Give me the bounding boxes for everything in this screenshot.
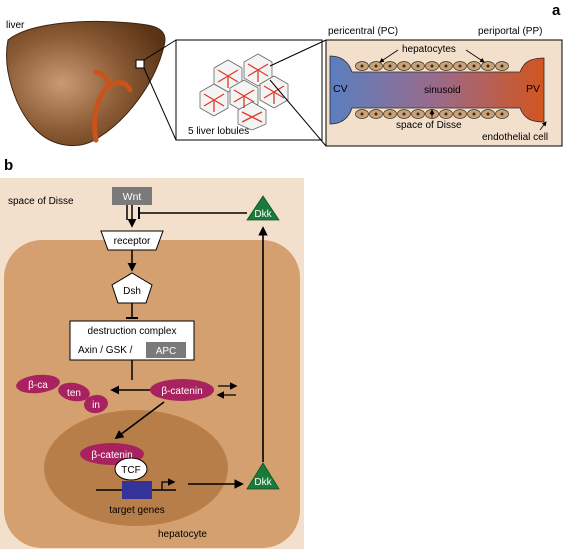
hepatocyte-nucleus-dot: [360, 64, 364, 68]
hepatocyte-nucleus-dot: [500, 64, 504, 68]
dkk-bottom-triangle: [246, 462, 280, 490]
dkk-bottom-label: Dkk: [254, 477, 272, 488]
lobule-veins: [203, 63, 285, 123]
hepatocyte-nucleus-dot: [458, 112, 462, 116]
disse-label-a: space of Disse: [396, 120, 462, 131]
hepatocyte-label: hepatocyte: [158, 529, 207, 540]
hepatocyte-row-top: [355, 61, 509, 71]
hepatocyte-nucleus-dot: [416, 64, 420, 68]
sinusoid-box: CV PV sinusoid hepatocytes space of Diss…: [325, 39, 563, 147]
dsh-label: Dsh: [123, 286, 141, 297]
hepatocyte-row-bottom: [355, 109, 509, 119]
fragment-1: β-ca: [28, 380, 48, 391]
degraded-beta-catenin: β-ca ten in: [16, 374, 108, 414]
nuclear-beta-catenin-label: β-catenin: [91, 450, 132, 461]
hepatocyte-nucleus-dot: [360, 112, 364, 116]
pv-label: PV: [526, 83, 540, 95]
hepatocyte-nucleus-dot: [416, 112, 420, 116]
transcription-start-arrow: [161, 478, 176, 490]
hepatocyte-nucleus-dot: [402, 112, 406, 116]
target-gene-box: [122, 481, 152, 499]
liver-label: liver: [6, 20, 25, 31]
hepatocyte-nucleus-dot: [444, 112, 448, 116]
hepatocyte-nucleus-dot: [472, 112, 476, 116]
disse-label-b: space of Disse: [8, 196, 74, 207]
liver-illustration: [6, 20, 166, 147]
apc-label: APC: [156, 346, 177, 357]
endothelial-label: endothelial cell: [482, 132, 548, 143]
dkk-top-label: Dkk: [254, 209, 272, 220]
lobule-box: 5 liver lobules: [175, 39, 323, 141]
beta-catenin-label: β-catenin: [161, 386, 202, 397]
beta-catenin-cytoplasm: [150, 379, 214, 401]
hepatocyte-nucleus-dot: [430, 64, 434, 68]
wnt-label: Wnt: [123, 191, 142, 203]
sinusoid-label: sinusoid: [424, 85, 461, 96]
receptor-label: receptor: [114, 236, 151, 247]
tcf-shape: [114, 457, 148, 481]
hepatocyte-nucleus-dot: [374, 112, 378, 116]
periportal-label: periportal (PP): [478, 26, 542, 37]
hepatocyte-nucleus-dot: [402, 64, 406, 68]
hepatocyte-nucleus-dot: [486, 112, 490, 116]
fragment-3: in: [92, 400, 100, 411]
panel-b-letter: b: [4, 157, 13, 174]
wnt-box: [112, 187, 152, 205]
hepatocyte-nucleus-dot: [472, 64, 476, 68]
destruction-complex-title: destruction complex: [88, 326, 177, 337]
lobules-label: 5 liver lobules: [188, 126, 249, 137]
tcf-label: TCF: [121, 465, 140, 476]
fragment-2: ten: [67, 388, 81, 399]
hepatocyte-nucleus-dot: [388, 64, 392, 68]
hepatocyte-nucleus-dot: [388, 112, 392, 116]
target-genes-label: target genes: [109, 505, 165, 516]
hepatocyte-nucleus-dot: [458, 64, 462, 68]
apc-box: [146, 342, 186, 358]
cv-label: CV: [333, 83, 348, 95]
liver-zoom-marker: [135, 59, 145, 69]
pericentral-label: pericentral (PC): [328, 26, 398, 37]
hepatocyte-nucleus-dot: [444, 64, 448, 68]
hepatocytes-label: hepatocytes: [402, 44, 456, 55]
hepatocyte-nucleus-dot: [374, 64, 378, 68]
axin-gsk-label: Axin / GSK /: [78, 345, 133, 356]
receptor-shape: [100, 230, 164, 251]
panel-a-letter: a: [552, 2, 561, 19]
hepatocyte-nucleus-dot: [486, 64, 490, 68]
dkk-top-triangle: [246, 195, 280, 221]
hepatocyte-nucleus-dot: [500, 112, 504, 116]
